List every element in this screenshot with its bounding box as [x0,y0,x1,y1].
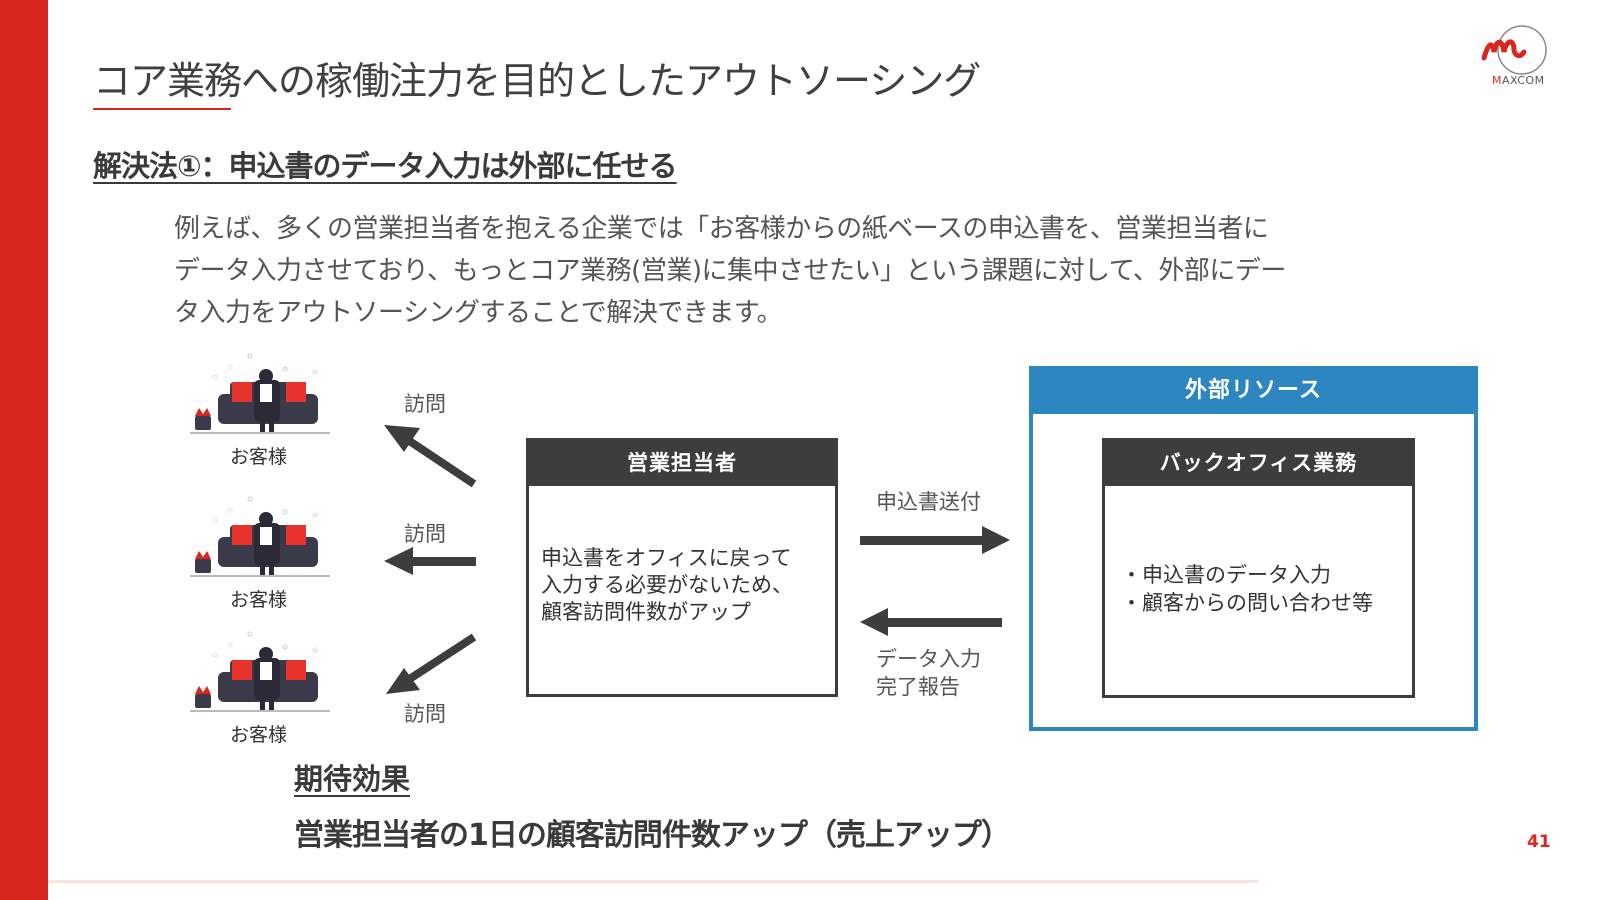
description-line: 例えば、多くの営業担当者を抱える企業では「お客様からの紙ベースの申込書を、営業担… [174,214,1269,244]
red-side-bar [0,0,48,900]
maxcom-logo-icon [1481,25,1547,75]
back-office-item: ・申込書のデータ入力 [1121,563,1331,587]
send-arrow-label: 申込書送付 [876,490,981,514]
expected-effect-text: 営業担当者の1日の顧客訪問件数アップ（売上アップ） [294,818,1011,853]
person-on-sofa-icon [190,353,330,434]
customer-label: お客様 [230,724,288,746]
title-underline [93,108,231,110]
arrow-left-icon [384,547,476,575]
person-on-sofa-icon [190,496,330,577]
bottom-divider [48,880,1258,883]
customer-illustration: お客様 [190,630,340,746]
external-resource-title: 外部リソース [1033,370,1474,414]
visit-label: 訪問 [404,392,446,416]
customer-label: お客様 [230,589,288,611]
sales-rep-box: 営業担当者 申込書をオフィスに戻って 入力する必要がないため、 顧客訪問件数がア… [526,438,838,697]
page-number: 41 [1527,832,1551,852]
arrow-down-left-icon [386,633,477,694]
arrow-right-send-icon [860,526,1010,554]
description-paragraph: 例えば、多くの営業担当者を抱える企業では「お客様からの紙ベースの申込書を、営業担… [174,208,1474,334]
back-office-box-body: ・申込書のデータ入力 ・顧客からの問い合わせ等 [1121,561,1373,617]
arrow-left-report-icon [860,608,1002,636]
sales-rep-box-body: 申込書をオフィスに戻って 入力する必要がないため、 顧客訪問件数がアップ [541,546,793,624]
customer-illustration: お客様 [190,352,340,468]
logo-text: MAXCOM [1492,74,1545,87]
back-office-item: ・顧客からの問い合わせ等 [1121,591,1373,615]
sales-rep-box-title: 営業担当者 [529,441,835,486]
arrow-up-left-icon [384,425,477,488]
description-line: データ入力させており、もっとコア業務(営業)に集中させたい」という課題に対して、… [174,256,1286,286]
customer-label: お客様 [230,446,288,468]
solution-heading: 解決法①：申込書のデータ入力は外部に任せる [93,149,678,183]
slide-title: コア業務への稼働注力を目的としたアウトソーシング [93,59,981,103]
person-on-sofa-icon [190,631,330,712]
report-arrow-label: データ入力 完了報告 [876,647,981,699]
visit-label: 訪問 [404,702,446,726]
visit-label: 訪問 [404,522,446,546]
customer-illustration: お客様 [190,495,340,611]
description-line: タ入力をアウトソーシングすることで解決できます。 [174,298,783,328]
back-office-box-title: バックオフィス業務 [1105,441,1412,486]
expected-effect-heading: 期待効果 [294,762,411,796]
back-office-box: バックオフィス業務 ・申込書のデータ入力 ・顧客からの問い合わせ等 [1102,438,1415,698]
